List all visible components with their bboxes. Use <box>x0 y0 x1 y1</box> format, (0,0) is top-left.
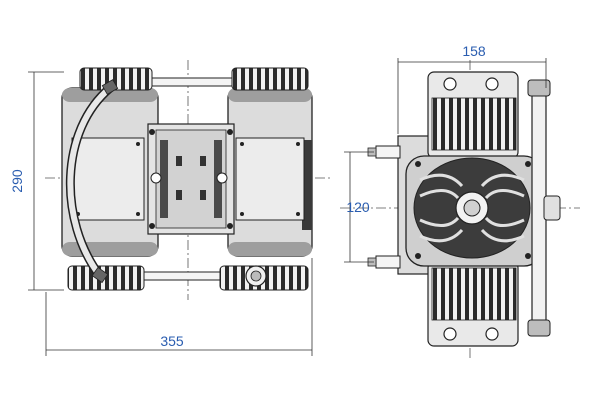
right-cover-plate <box>235 137 305 221</box>
left-cover-plate <box>71 137 145 221</box>
side-view: 158 120 <box>340 43 580 360</box>
upper-port <box>375 145 401 159</box>
fin-block-bottom-left <box>67 265 145 291</box>
fin-block-top-left <box>79 67 153 91</box>
fin-block-top-right <box>231 67 309 91</box>
lower-port <box>375 255 401 269</box>
dimension-side-width-label: 158 <box>462 43 486 59</box>
top-view: 290 355 <box>9 60 330 356</box>
dimension-port-spacing-label: 120 <box>346 199 370 215</box>
dimension-height-label: 290 <box>9 169 25 193</box>
dimension-width-label: 355 <box>160 333 184 349</box>
